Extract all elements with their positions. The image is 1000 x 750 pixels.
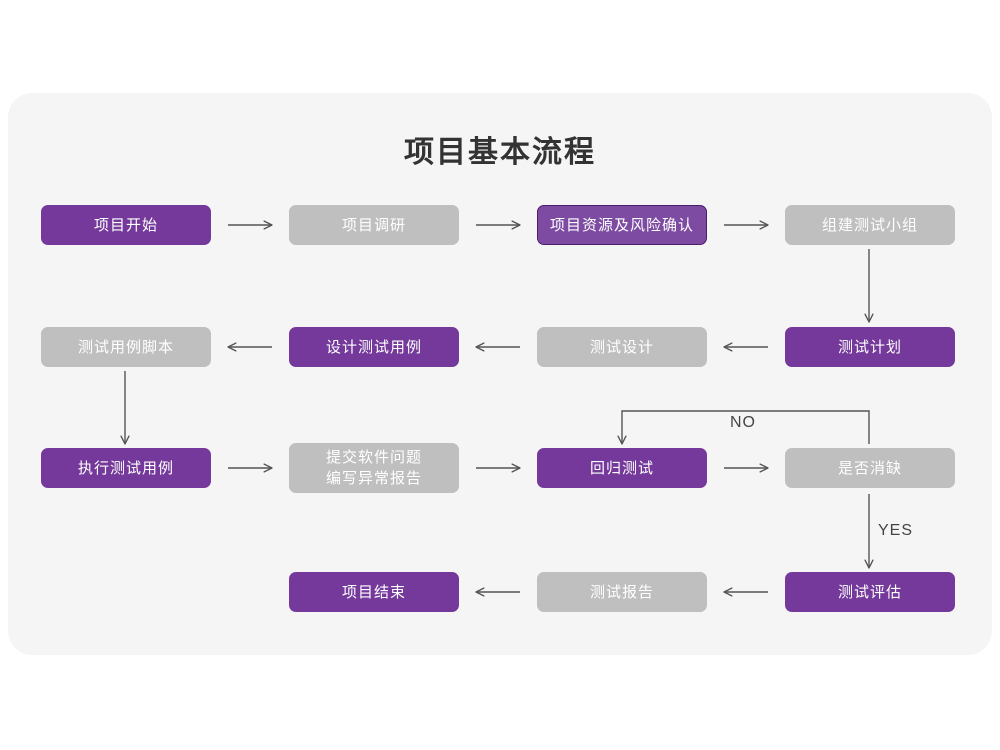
- edge-label-no: NO: [730, 414, 756, 431]
- node-project-end[interactable]: 项目结束: [289, 572, 459, 612]
- node-project-start[interactable]: 项目开始: [41, 205, 211, 245]
- node-test-evaluation[interactable]: 测试评估: [785, 572, 955, 612]
- edge-label-yes: YES: [878, 522, 914, 539]
- node-resource-risk-confirm[interactable]: 项目资源及风险确认: [537, 205, 707, 245]
- node-regression-test[interactable]: 回归测试: [537, 448, 707, 488]
- node-submit-defect-report[interactable]: 提交软件问题 编写异常报告: [289, 443, 459, 493]
- page-title: 项目基本流程: [404, 136, 596, 169]
- node-defect-resolved-decision[interactable]: 是否消缺: [785, 448, 955, 488]
- node-execute-test-case[interactable]: 执行测试用例: [41, 448, 211, 488]
- node-test-report[interactable]: 测试报告: [537, 572, 707, 612]
- diagram-panel: [8, 93, 992, 655]
- node-build-test-team[interactable]: 组建测试小组: [785, 205, 955, 245]
- node-test-plan[interactable]: 测试计划: [785, 327, 955, 367]
- node-project-research[interactable]: 项目调研: [289, 205, 459, 245]
- node-design-test-case[interactable]: 设计测试用例: [289, 327, 459, 367]
- node-test-case-script[interactable]: 测试用例脚本: [41, 327, 211, 367]
- node-test-design[interactable]: 测试设计: [537, 327, 707, 367]
